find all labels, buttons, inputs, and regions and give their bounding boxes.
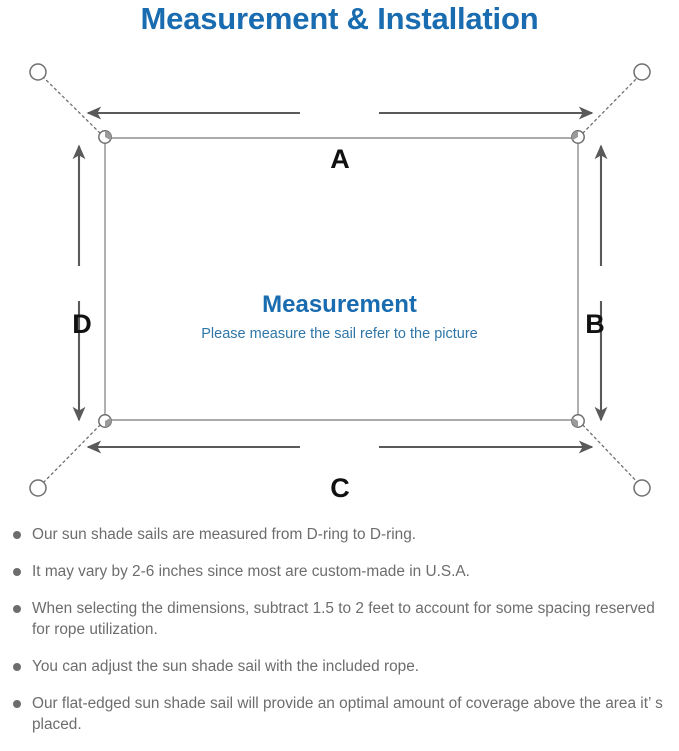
list-item-text: Our sun shade sails are measured from D-… (32, 526, 417, 543)
rope-top-left (40, 74, 105, 138)
list-item: It may vary by 2-6 inches since most are… (0, 561, 679, 582)
bullet-icon (13, 700, 21, 708)
sail-diagram: Measurement Please measure the sail refe… (0, 48, 679, 518)
bullet-icon (13, 568, 21, 576)
list-item-text: When selecting the dimensions, subtract … (32, 600, 655, 638)
dimension-label-b: B (585, 309, 605, 339)
rope-bottom-left (40, 420, 105, 486)
bullet-icon (13, 531, 21, 539)
list-item: Our sun shade sails are measured from D-… (0, 524, 679, 545)
dimension-label-d: D (72, 309, 92, 339)
list-item-text: You can adjust the sun shade sail with t… (32, 658, 420, 675)
notes-list: Our sun shade sails are measured from D-… (0, 524, 679, 751)
rope-bottom-right (578, 420, 641, 486)
dimension-label-a: A (330, 144, 350, 174)
page-title: Measurement & Installation (140, 1, 539, 36)
diagram-center-subtitle: Please measure the sail refer to the pic… (201, 326, 478, 342)
list-item: You can adjust the sun shade sail with t… (0, 656, 679, 677)
bullet-icon (13, 663, 21, 671)
sail-diagram-svg (29, 63, 651, 497)
list-item: When selecting the dimensions, subtract … (0, 598, 679, 640)
diagram-center-title: Measurement (262, 291, 417, 318)
rope-top-right (578, 74, 641, 138)
anchor-top-right-icon (633, 63, 651, 81)
anchor-points (29, 63, 651, 497)
list-item-text: It may vary by 2-6 inches since most are… (32, 563, 470, 580)
anchor-bottom-left-icon (29, 479, 47, 497)
anchor-bottom-right-icon (633, 479, 651, 497)
list-item: Our flat-edged sun shade sail will provi… (0, 693, 679, 735)
list-item-text: Our flat-edged sun shade sail will provi… (32, 695, 663, 733)
anchor-top-left-icon (29, 63, 47, 81)
rope-lines (40, 74, 641, 486)
sail-body (104, 137, 579, 421)
d-ring-caps (105, 130, 578, 428)
bullet-icon (13, 605, 21, 613)
dimension-label-c: C (330, 473, 350, 503)
